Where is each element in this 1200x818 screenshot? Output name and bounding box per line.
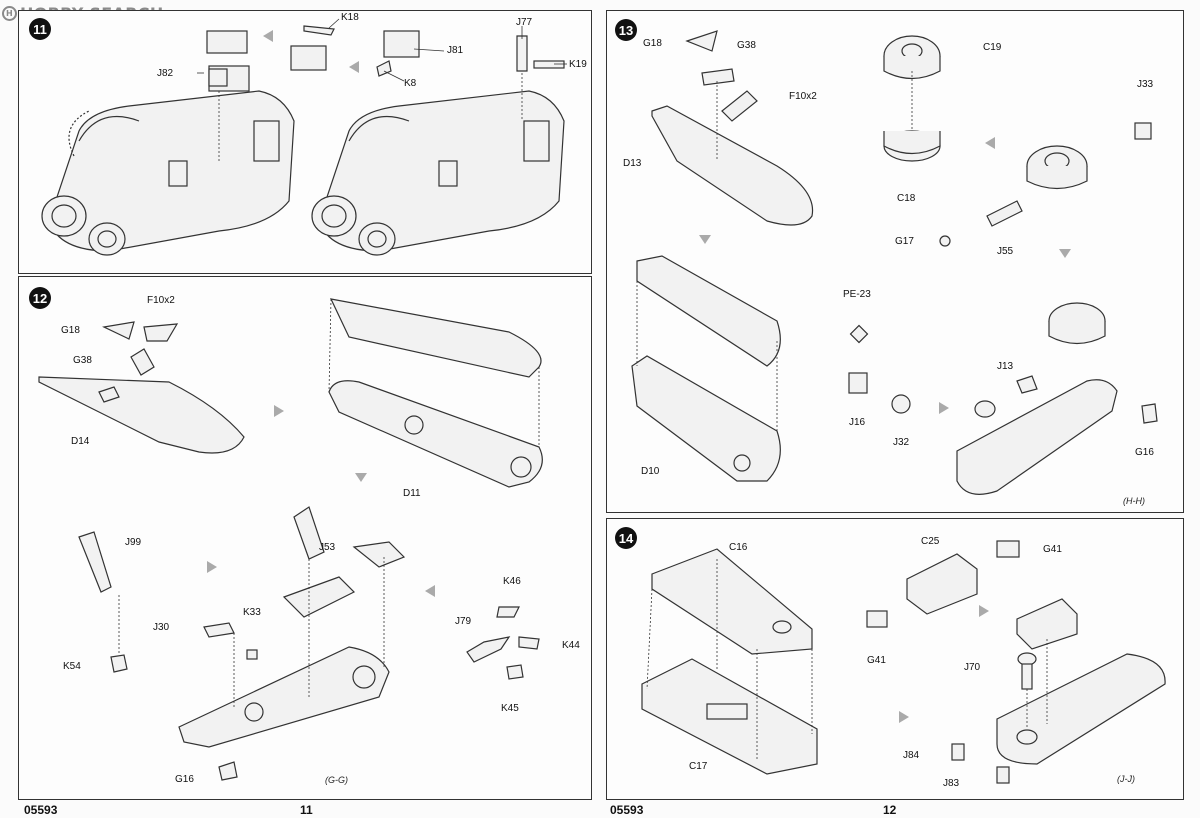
label-g18: G18 — [61, 325, 80, 336]
footer-left-page: 11 — [300, 803, 313, 817]
label-c18: C18 — [897, 193, 916, 204]
label-d14: D14 — [71, 436, 90, 447]
label-d11: D11 — [403, 488, 421, 499]
step-13-drawing — [631, 30, 1158, 495]
step-12-panel: 12 — [18, 276, 592, 800]
label-k54: K54 — [63, 661, 81, 672]
footer-right-code: 05593 — [610, 803, 644, 817]
step-13-number: 13 — [615, 19, 637, 41]
label-j33: J33 — [1137, 79, 1154, 90]
label-j84: J84 — [903, 750, 920, 761]
step-11-drawing — [41, 18, 567, 256]
label-j16: J16 — [849, 417, 866, 428]
step-12-drawing — [38, 298, 543, 781]
label-j82: J82 — [157, 68, 174, 79]
step-14-arrow-1 — [979, 605, 989, 617]
label-c16: C16 — [729, 542, 748, 553]
label-g38-13: G38 — [737, 40, 756, 51]
label-k46: K46 — [503, 576, 521, 587]
step-11-arrow-1 — [263, 30, 273, 42]
step-14-number: 14 — [615, 527, 637, 549]
step-11-number: 11 — [29, 18, 51, 40]
step-13-arrow-2 — [985, 137, 995, 149]
step-12-arrow-1 — [274, 405, 284, 417]
step-11-arrow-2 — [349, 61, 359, 73]
label-j99: J99 — [125, 537, 142, 548]
view-g-g: (G-G) — [325, 775, 348, 785]
footer-left-code: 05593 — [24, 803, 58, 817]
step-12-arrow-4 — [425, 585, 435, 597]
label-k18: K18 — [341, 12, 359, 23]
step-14-arrow-2 — [899, 711, 909, 723]
label-f10x2: F10x2 — [147, 295, 175, 306]
label-j81: J81 — [447, 45, 464, 56]
label-j83: J83 — [943, 778, 960, 789]
step-13-arrow-1 — [699, 235, 711, 244]
label-j55: J55 — [997, 246, 1014, 257]
step-12-number: 12 — [29, 287, 51, 309]
label-g41-b: G41 — [867, 655, 886, 666]
step-13-arrow-3 — [1059, 249, 1071, 258]
label-c25: C25 — [921, 536, 940, 547]
label-f10x2-13: F10x2 — [789, 91, 817, 102]
label-j77: J77 — [516, 17, 533, 28]
label-k8: K8 — [404, 78, 417, 89]
footer-right-page: 12 — [883, 803, 897, 817]
step-12-arrow-2 — [355, 473, 367, 482]
step-14-drawing — [641, 540, 1166, 784]
label-j13: J13 — [997, 361, 1014, 372]
label-k45: K45 — [501, 703, 519, 714]
label-j32: J32 — [893, 437, 910, 448]
step-14-panel: 14 — [606, 518, 1184, 800]
label-j53: J53 — [319, 542, 336, 553]
label-c19: C19 — [983, 42, 1002, 53]
label-pe23: PE-23 — [843, 289, 871, 300]
label-j79: J79 — [455, 616, 472, 627]
view-h-h: (H-H) — [1123, 496, 1145, 506]
label-j30: J30 — [153, 622, 170, 633]
label-g18-13: G18 — [643, 38, 662, 49]
label-d10: D10 — [641, 466, 660, 477]
label-k44: K44 — [562, 640, 580, 651]
label-k19: K19 — [569, 59, 587, 70]
label-k33: K33 — [243, 607, 261, 618]
label-g16: G16 — [175, 774, 194, 785]
hobby-search-logo-icon: H — [2, 6, 17, 21]
view-j-j: (J-J) — [1117, 774, 1135, 784]
label-g17: G17 — [895, 236, 914, 247]
label-g41-a: G41 — [1043, 544, 1062, 555]
label-g38: G38 — [73, 355, 92, 366]
label-c17: C17 — [689, 761, 708, 772]
label-j70: J70 — [964, 662, 981, 673]
step-13-panel: 13 — [606, 10, 1184, 513]
label-d13: D13 — [623, 158, 642, 169]
step-13-arrow-4 — [939, 402, 949, 414]
step-11-panel: 11 — [18, 10, 592, 274]
step-12-arrow-3 — [207, 561, 217, 573]
label-g16-13: G16 — [1135, 447, 1154, 458]
